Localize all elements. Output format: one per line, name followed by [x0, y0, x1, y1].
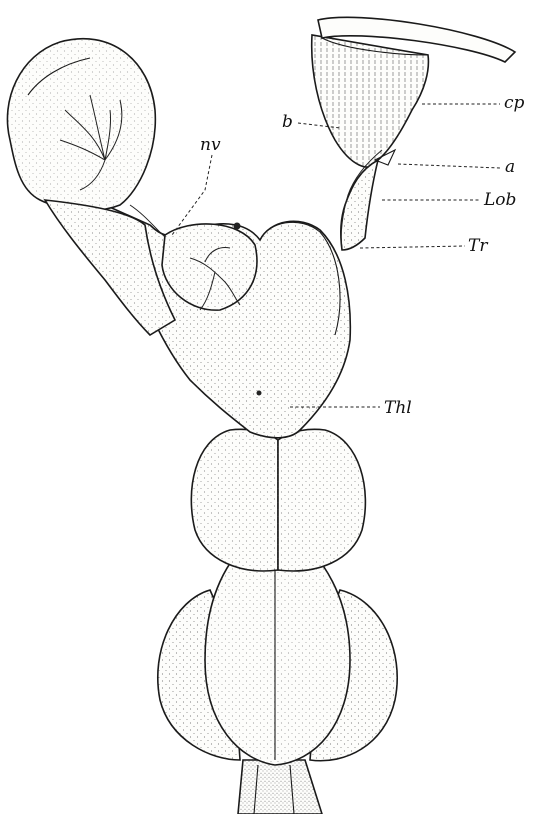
- label-cp: cp: [504, 93, 525, 113]
- label-tr: Tr: [468, 236, 488, 256]
- middle-lobes: [191, 429, 365, 571]
- right-cup-bulb: [312, 17, 515, 167]
- left-bulb: [7, 39, 175, 335]
- label-b: b: [282, 112, 293, 132]
- label-thl: Thl: [384, 398, 412, 418]
- brain-stem: [238, 760, 322, 814]
- label-lob: Lob: [483, 190, 516, 210]
- label-a: a: [505, 157, 515, 177]
- label-nv: nv: [200, 135, 221, 155]
